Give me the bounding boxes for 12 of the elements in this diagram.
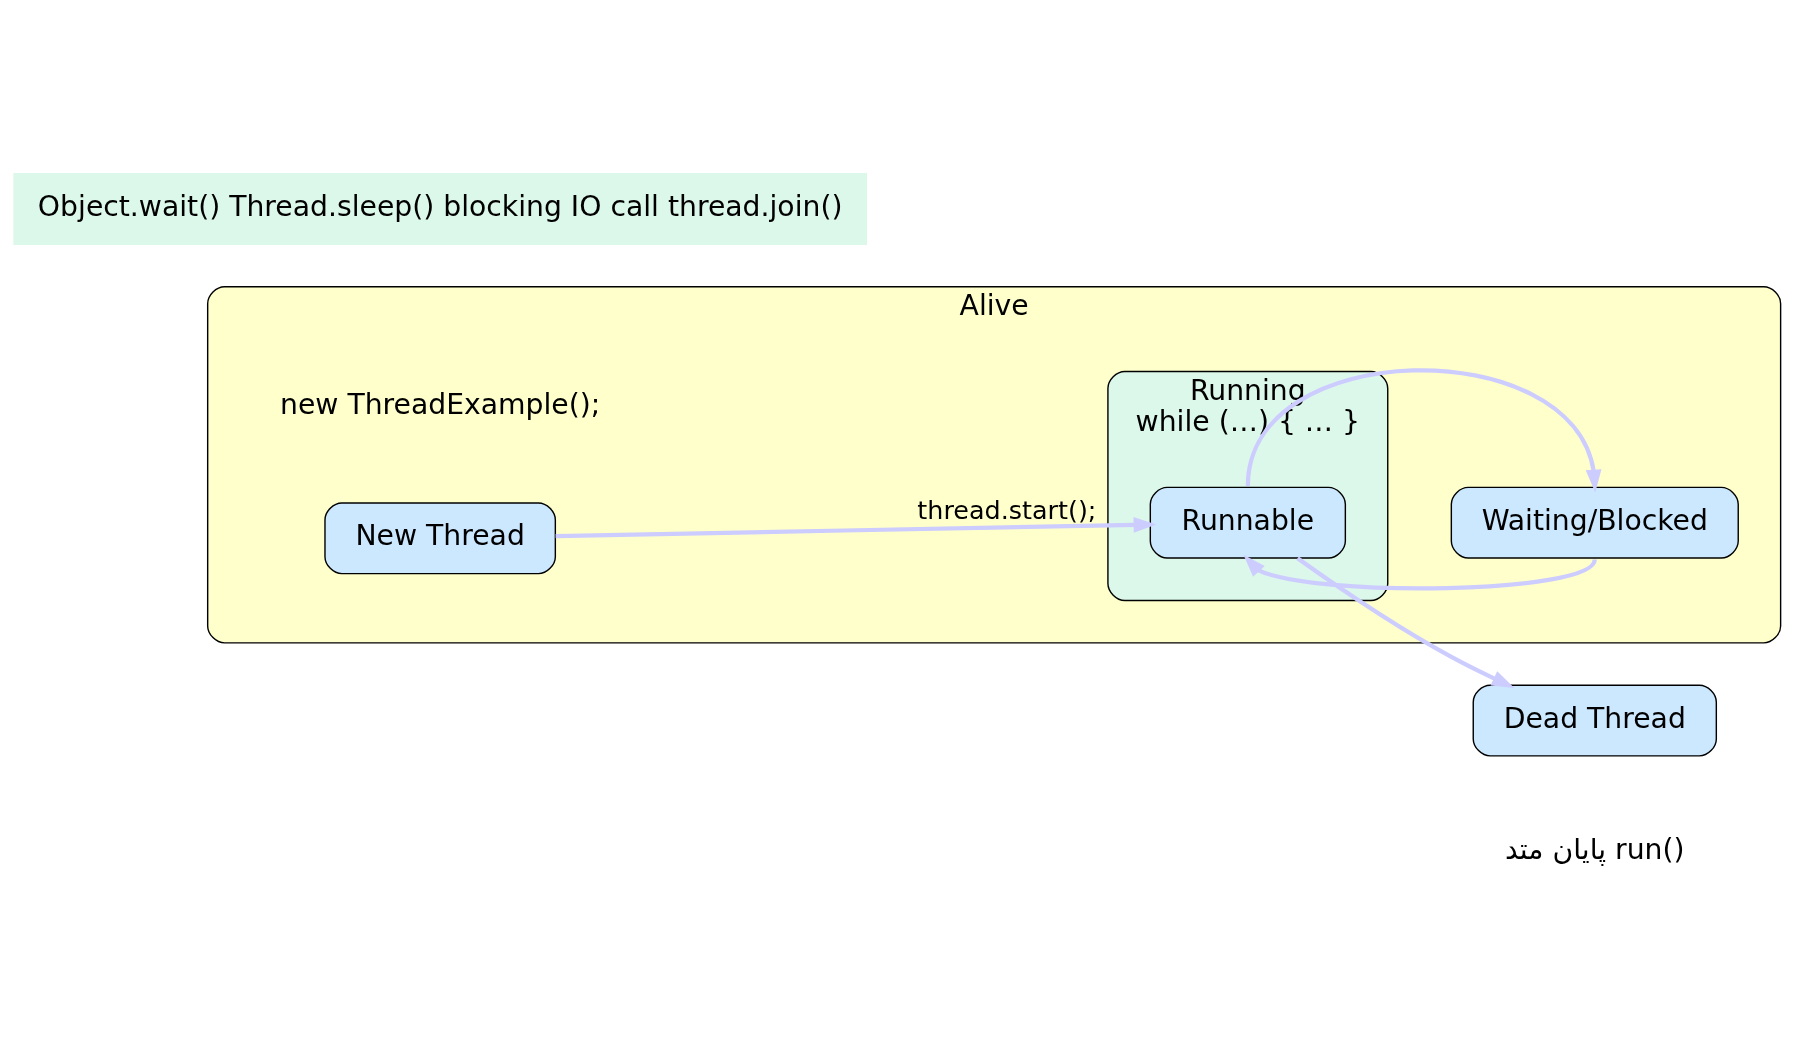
edge-label: thread.start(); — [917, 494, 1097, 525]
node-box: Waiting/Blocked — [1450, 486, 1739, 559]
arrow — [1296, 556, 1515, 688]
node-box: Dead Thread — [1472, 684, 1718, 757]
node-label: پایان متد run() — [1504, 832, 1685, 866]
arrow — [555, 516, 1157, 538]
node-box: Object.wait() Thread.sleep() blocking IO call thread.join() — [13, 172, 867, 245]
arrow — [1243, 554, 1597, 590]
node-box: New Thread — [324, 501, 557, 574]
arrow — [1245, 367, 1602, 492]
node-label: new ThreadExample(); — [280, 387, 601, 421]
node-box: Runnable — [1149, 486, 1347, 559]
